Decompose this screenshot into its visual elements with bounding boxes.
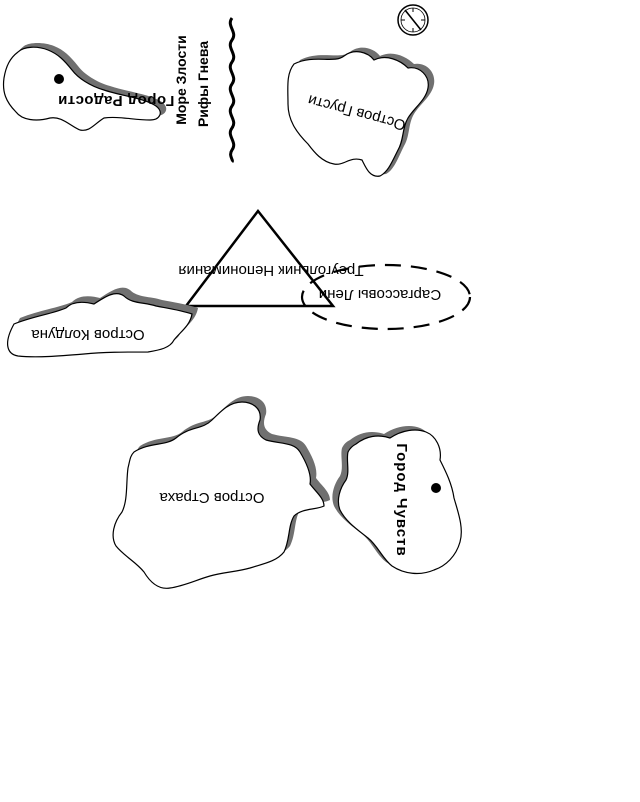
island-outline bbox=[2, 46, 161, 131]
island-outline bbox=[7, 292, 193, 358]
island-city-of-feelings bbox=[332, 426, 462, 575]
island-outline bbox=[337, 429, 462, 575]
city-dot-icon bbox=[54, 74, 64, 84]
city-dot-icon bbox=[431, 483, 441, 493]
label-island-of-kolduna: Остров Колдуна bbox=[31, 326, 145, 343]
island-city-of-joy bbox=[2, 43, 167, 131]
reefs-line bbox=[228, 17, 236, 164]
label-city-of-feelings: Город Чувств bbox=[393, 443, 410, 556]
label-triangle-of-misunderstanding: Треугольник Непонимания bbox=[178, 262, 363, 279]
triangle-of-misunderstanding bbox=[183, 208, 336, 308]
island-of-kolduna bbox=[7, 287, 199, 358]
label-reefs-of-wrath: Рифы Гнева bbox=[195, 41, 211, 127]
label-island-of-fear: Остров Страха bbox=[159, 489, 265, 506]
island-outline bbox=[112, 401, 325, 589]
island-outline bbox=[287, 51, 429, 177]
label-city-of-joy: Город Радости bbox=[58, 92, 175, 109]
island-of-fear bbox=[112, 396, 330, 589]
island-of-sadness bbox=[287, 47, 435, 177]
compass-icon bbox=[397, 4, 429, 36]
label-sargasso-of-laziness: Саргассовы Лени bbox=[319, 286, 441, 303]
sargasso-dashed-ellipse bbox=[300, 263, 472, 331]
label-sea-of-anger: Море Злости bbox=[173, 35, 189, 125]
